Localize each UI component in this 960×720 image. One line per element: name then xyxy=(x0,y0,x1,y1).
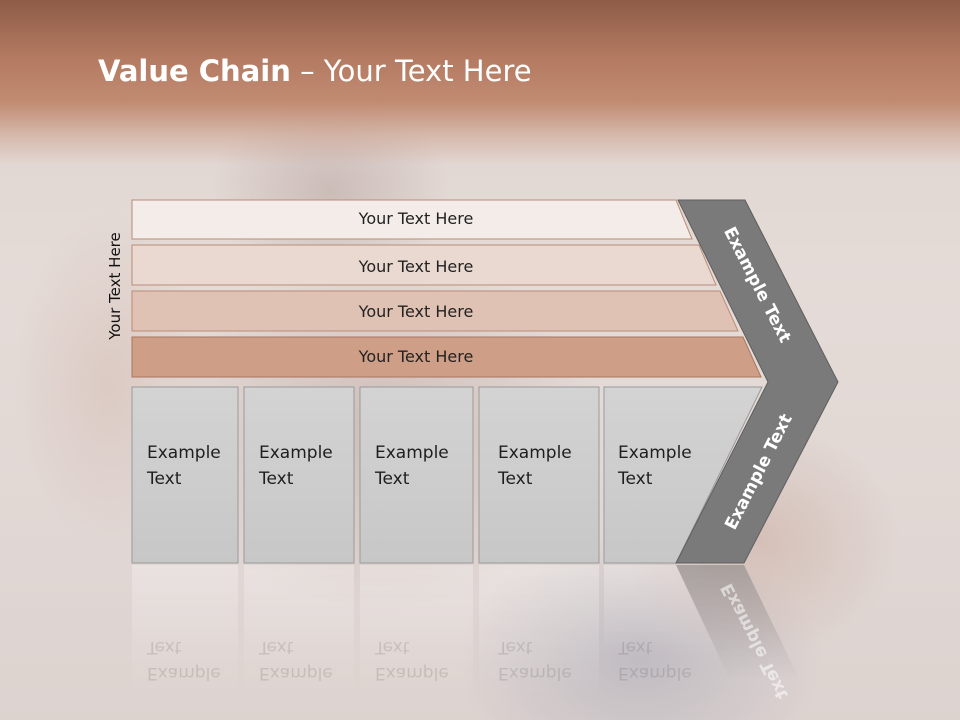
cell-reflection-3-line1: Example xyxy=(375,663,449,683)
cell-label-2: Example Text xyxy=(259,440,333,492)
cell-reflection-3: Example Text xyxy=(375,634,449,686)
bar-3 xyxy=(131,290,739,332)
cell-reflection-1-line1: Example xyxy=(147,663,221,683)
title-rest: – Your Text Here xyxy=(290,54,532,88)
cell-label-4: Example Text xyxy=(498,440,572,492)
bar-4 xyxy=(131,336,762,378)
cell-label-3-line1: Example xyxy=(375,443,449,463)
cell-1 xyxy=(131,386,239,564)
reflection xyxy=(132,565,800,695)
cell-reflection-2: Example Text xyxy=(259,634,333,686)
bar-1 xyxy=(131,199,693,240)
cell-reflection-2-line2: Text xyxy=(259,637,294,657)
cell-reflection-4: Example Text xyxy=(498,634,572,686)
cell-reflection-5: Example Text xyxy=(618,634,692,686)
cell-reflection-2-line1: Example xyxy=(259,663,333,683)
bar-label-3: Your Text Here xyxy=(358,302,474,321)
cell-reflection-4-line1: Example xyxy=(498,663,572,683)
bar-label-4: Your Text Here xyxy=(358,347,474,366)
bar-label-1: Your Text Here xyxy=(358,209,474,228)
cell-reflection-5-line1: Example xyxy=(618,663,692,683)
cell-reflection-5-line2: Text xyxy=(618,637,653,657)
cell-label-5: Example Text xyxy=(618,440,692,492)
cell-label-1: Example Text xyxy=(147,440,221,492)
chevron-arrow xyxy=(675,199,839,564)
cell-label-3-line2: Text xyxy=(375,469,410,489)
cell-reflection-1-line2: Text xyxy=(147,637,182,657)
bar-label-2: Your Text Here xyxy=(358,257,474,276)
cell-2 xyxy=(243,386,355,564)
cell-label-2-line2: Text xyxy=(259,469,294,489)
slide-title: Value Chain – Your Text Here xyxy=(98,54,532,88)
cell-label-4-line1: Example xyxy=(498,443,572,463)
header-band xyxy=(0,0,960,165)
side-label: Your Text Here xyxy=(106,232,124,340)
cell-4 xyxy=(478,386,600,564)
cell-label-2-line1: Example xyxy=(259,443,333,463)
title-bold: Value Chain xyxy=(98,54,291,88)
cell-label-1-line2: Text xyxy=(147,469,182,489)
cell-reflection-1: Example Text xyxy=(147,634,221,686)
cell-label-4-line2: Text xyxy=(498,469,533,489)
cell-reflection-4-line2: Text xyxy=(498,637,533,657)
cell-label-5-line2: Text xyxy=(618,469,653,489)
cell-label-3: Example Text xyxy=(375,440,449,492)
bar-2 xyxy=(131,244,717,286)
cell-label-1-line1: Example xyxy=(147,443,221,463)
cell-3 xyxy=(359,386,474,564)
cell-label-5-line1: Example xyxy=(618,443,692,463)
cell-reflection-3-line2: Text xyxy=(375,637,410,657)
